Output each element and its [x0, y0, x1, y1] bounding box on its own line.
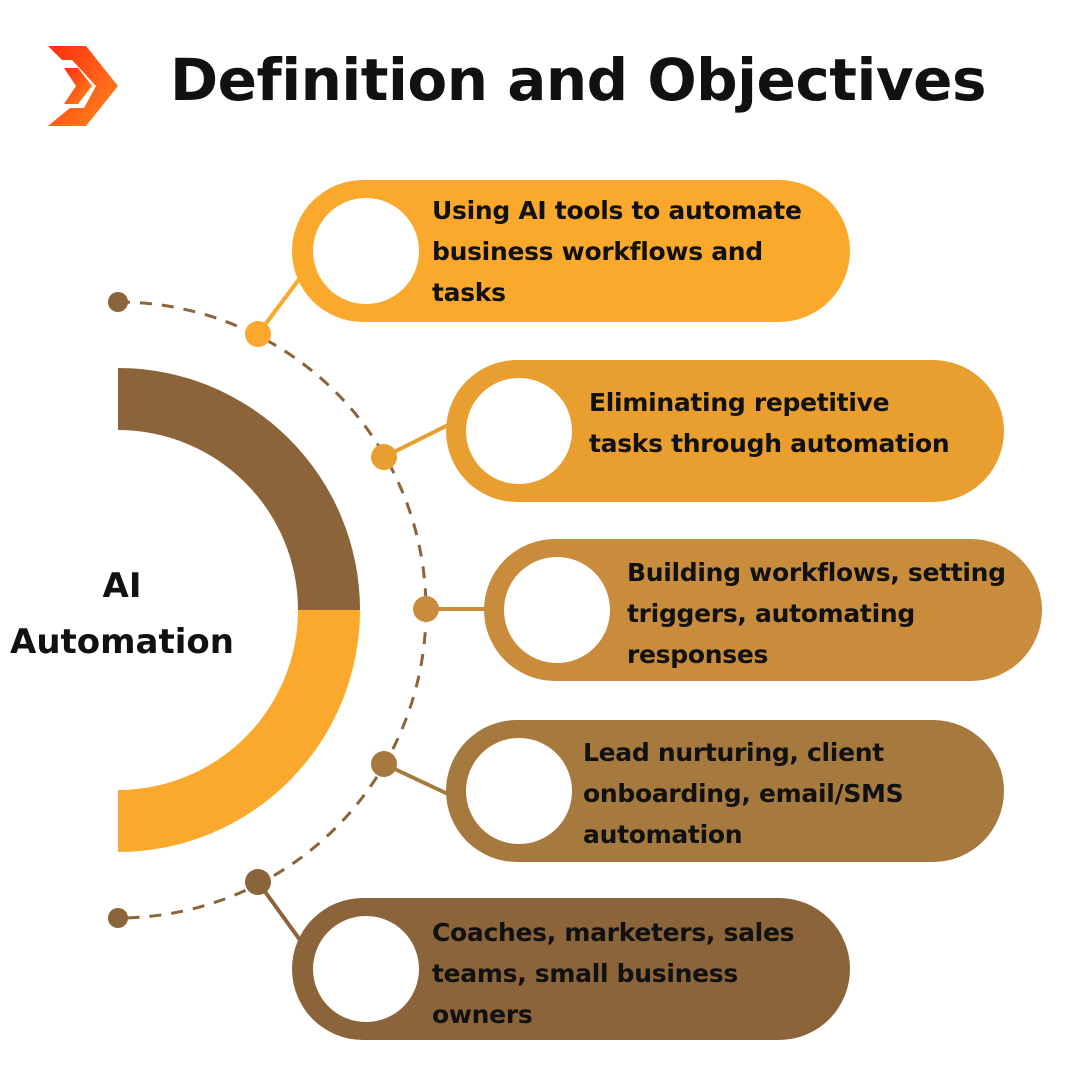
- item-pill-5: [292, 898, 850, 1040]
- item-pill-4: [446, 720, 1004, 862]
- item-text-line: responses: [627, 640, 769, 669]
- item-node-5: [245, 869, 271, 895]
- item-text-3: Building workflows, setting triggers, au…: [627, 552, 1006, 675]
- item-text-line: Eliminating repetitive: [589, 388, 890, 417]
- item-text-line: Building workflows, setting: [627, 558, 1006, 587]
- item-text-line: tasks: [432, 278, 506, 307]
- item-node-1: [245, 321, 271, 347]
- item-pill-1: [292, 180, 850, 322]
- item-text-line: tasks through automation: [589, 429, 950, 458]
- item-text-2: Eliminating repetitive tasks through aut…: [589, 382, 950, 464]
- center-label-line: Automation: [10, 622, 234, 662]
- item-text-1: Using AI tools to automate business work…: [432, 190, 802, 313]
- item-text-5: Coaches, marketers, sales teams, small b…: [432, 912, 794, 1035]
- item-pill-2: [446, 360, 1004, 502]
- item-circle-2: [466, 378, 572, 484]
- item-node-3: [413, 596, 439, 622]
- item-circle-5: [313, 916, 419, 1022]
- item-text-line: owners: [432, 1000, 533, 1029]
- page-title: Definition and Objectives: [170, 46, 987, 114]
- item-node-4: [371, 751, 397, 777]
- item-circle-4: [466, 738, 572, 844]
- item-text-line: Coaches, marketers, sales: [432, 918, 795, 947]
- item-text-line: teams, small business: [432, 959, 738, 988]
- dashed-arc-end-dot-bottom: [108, 908, 128, 928]
- item-text-line: Using AI tools to automate: [432, 196, 802, 225]
- item-text-line: automation: [583, 820, 743, 849]
- dashed-arc-end-dot-top: [108, 292, 128, 312]
- item-pill-3: [484, 539, 1042, 681]
- item-text-4: Lead nurturing, client onboarding, email…: [583, 732, 904, 855]
- center-arc-top: [118, 368, 360, 610]
- item-circle-1: [313, 198, 419, 304]
- item-text-line: business workflows and: [432, 237, 763, 266]
- center-label-line: AI: [102, 566, 142, 606]
- center-arc-bottom: [118, 610, 360, 852]
- item-node-2: [371, 444, 397, 470]
- item-text-line: triggers, automating: [627, 599, 915, 628]
- item-text-line: Lead nurturing, client: [583, 738, 884, 767]
- chevron-sigma-icon: [48, 46, 118, 126]
- item-circle-3: [504, 557, 610, 663]
- item-text-line: onboarding, email/SMS: [583, 779, 904, 808]
- center-label: AI Automation: [0, 558, 244, 670]
